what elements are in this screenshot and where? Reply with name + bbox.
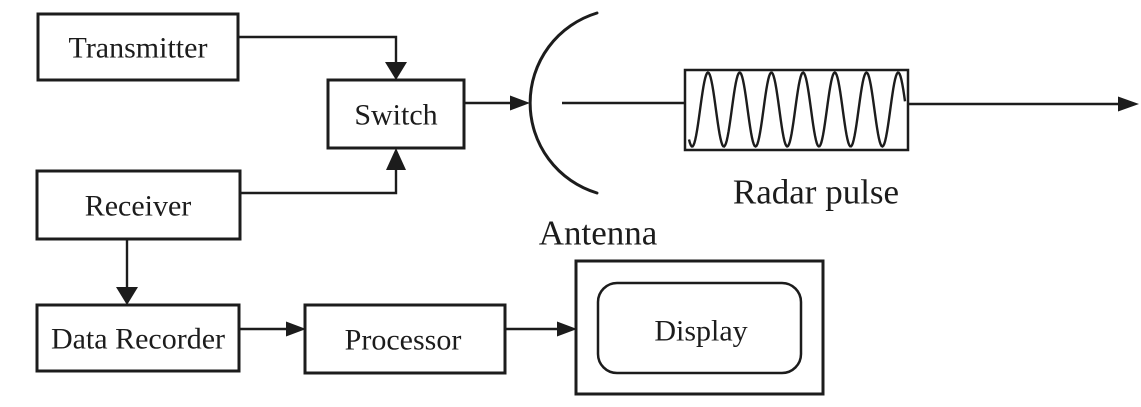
arrowhead-radar-pulse-out xyxy=(1118,96,1139,112)
arrowhead-into-switch-bottom xyxy=(386,148,406,170)
radar-pulse-wave-icon xyxy=(687,71,907,148)
edge-receiver-switch xyxy=(240,167,398,195)
arrowhead-into-switch-top xyxy=(385,62,407,80)
switch-box xyxy=(326,78,466,150)
processor-box xyxy=(303,303,507,375)
processor-label: Processor xyxy=(345,324,462,357)
arrowhead-into-antenna xyxy=(510,95,530,111)
display-screen-box xyxy=(596,281,803,375)
arrowhead-into-data-recorder xyxy=(116,287,138,305)
receiver-label: Receiver xyxy=(85,190,192,223)
antenna-annotation: Antenna xyxy=(539,214,658,253)
switch-label: Switch xyxy=(354,99,437,132)
edge-transmitter-switch xyxy=(238,35,398,63)
display-label: Display xyxy=(654,315,747,348)
receiver-box xyxy=(35,169,242,241)
antenna-arc-icon xyxy=(528,11,599,195)
transmitter-label: Transmitter xyxy=(69,32,208,65)
data-recorder-box xyxy=(35,303,241,373)
arrowhead-into-processor xyxy=(286,321,306,337)
data-recorder-label: Data Recorder xyxy=(51,323,225,356)
radar-pulse-annotation: Radar pulse xyxy=(733,173,899,212)
transmitter-box xyxy=(36,12,240,82)
arrowhead-into-display xyxy=(557,321,577,337)
